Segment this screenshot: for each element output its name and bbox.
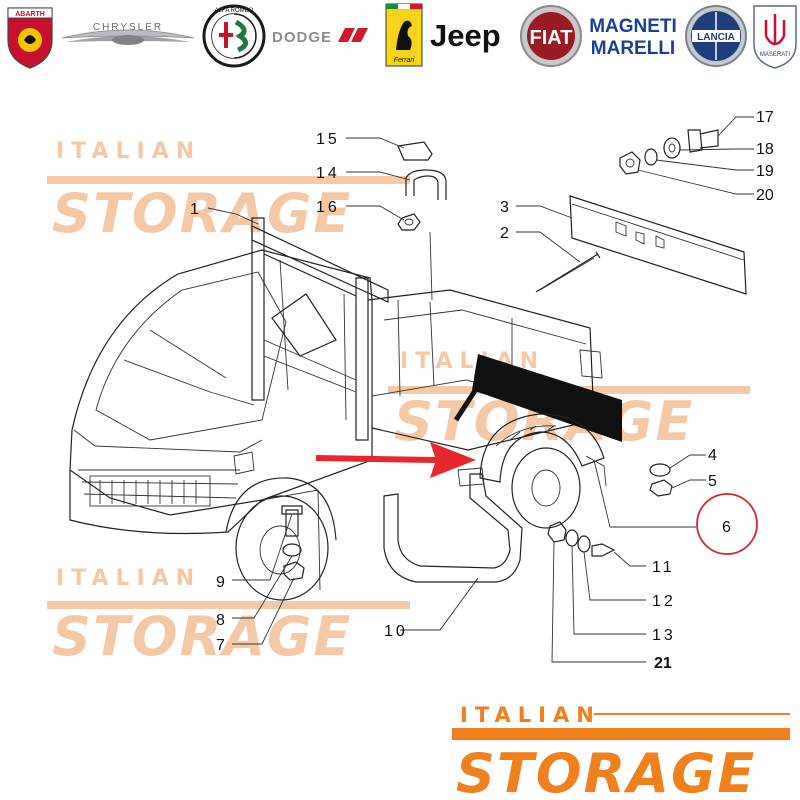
hardware-parts	[281, 129, 719, 581]
lancia-logo: LANCIA	[685, 5, 747, 67]
magneti-marelli-logo-text-2: MARELLI	[591, 38, 675, 59]
chrysler-logo-text: CHRYSLER	[93, 22, 163, 33]
fiat-logo-text: FIAT	[530, 27, 573, 49]
brand-logo-bar: ABARTH CHRYSLER ALFA ROMEO DODGE	[7, 3, 797, 69]
chrysler-logo: CHRYSLER	[61, 22, 195, 45]
callout-10: 10	[384, 623, 408, 640]
magneti-marelli-logo-text-1: MAGNETI	[589, 16, 677, 37]
callout-19: 19	[756, 163, 774, 180]
callout-14: 14	[316, 165, 340, 182]
alfa-romeo-logo: ALFA ROMEO	[202, 4, 266, 68]
callout-15: 15	[316, 131, 340, 148]
callout-9: 9	[216, 574, 225, 591]
callout-20: 20	[756, 187, 774, 204]
ladder-rack-part	[251, 217, 389, 441]
footer-logo-small-text: ITALIAN	[460, 703, 601, 727]
watermark-small-text: ITALIAN	[56, 139, 201, 164]
highlight-arrow	[315, 442, 476, 478]
maserati-logo-text: MASERATI	[760, 52, 791, 58]
ferrari-logo: Ferrari	[385, 3, 423, 67]
callout-17: 17	[756, 109, 774, 126]
callout-7: 7	[216, 637, 225, 654]
footer-logo-big-text: STORAGE	[456, 742, 756, 800]
rear-mudguard-part	[479, 413, 607, 529]
watermark-bottom-left: ITALIAN STORAGE	[47, 566, 410, 668]
rod-part	[535, 251, 601, 293]
callout-11: 11	[652, 559, 675, 576]
watermark-big-text: STORAGE	[52, 182, 352, 245]
callout-5: 5	[708, 473, 717, 490]
truck-cab-drawing	[69, 249, 373, 601]
tailgate-panel-part	[569, 195, 747, 295]
callout-12: 12	[652, 593, 676, 610]
callout-4: 4	[708, 447, 717, 464]
lancia-logo-text: LANCIA	[697, 32, 735, 43]
callout-18: 18	[756, 141, 774, 158]
callout-labels: 1 2 3 4 5 6 7 8 9 10 11 12 13 14 15 16 1…	[190, 109, 774, 672]
bracket-part	[383, 467, 523, 583]
magneti-marelli-logo: MAGNETI MARELLI	[589, 16, 677, 59]
callout-3: 3	[500, 199, 509, 216]
callout-6: 6	[722, 519, 731, 536]
abarth-logo-text: ABARTH	[15, 11, 45, 18]
watermark-big-text: STORAGE	[52, 605, 352, 668]
abarth-logo: ABARTH	[7, 7, 53, 69]
callout-8: 8	[216, 612, 225, 629]
callout-16: 16	[316, 199, 340, 216]
ferrari-logo-text: Ferrari	[394, 57, 415, 64]
watermark-top-left: ITALIAN STORAGE	[47, 139, 410, 245]
mudguard-panel-drawing	[453, 354, 622, 442]
italian-storage-logo: ITALIAN STORAGE	[452, 703, 790, 800]
alfa-romeo-logo-text: ALFA ROMEO	[215, 8, 254, 14]
jeep-logo: Jeep	[430, 18, 501, 53]
callout-13: 13	[652, 627, 676, 644]
callout-21: 21	[654, 655, 672, 672]
maserati-logo: MASERATI	[753, 5, 797, 69]
callout-1: 1	[190, 201, 199, 218]
fiat-logo: FIAT	[520, 5, 582, 67]
dodge-logo-text: DODGE	[272, 29, 332, 46]
dodge-logo: DODGE	[272, 28, 368, 46]
leader-lines	[207, 116, 754, 663]
highlight-circle	[696, 493, 758, 555]
watermark-small-text: ITALIAN	[56, 566, 201, 591]
callout-2: 2	[500, 225, 509, 242]
